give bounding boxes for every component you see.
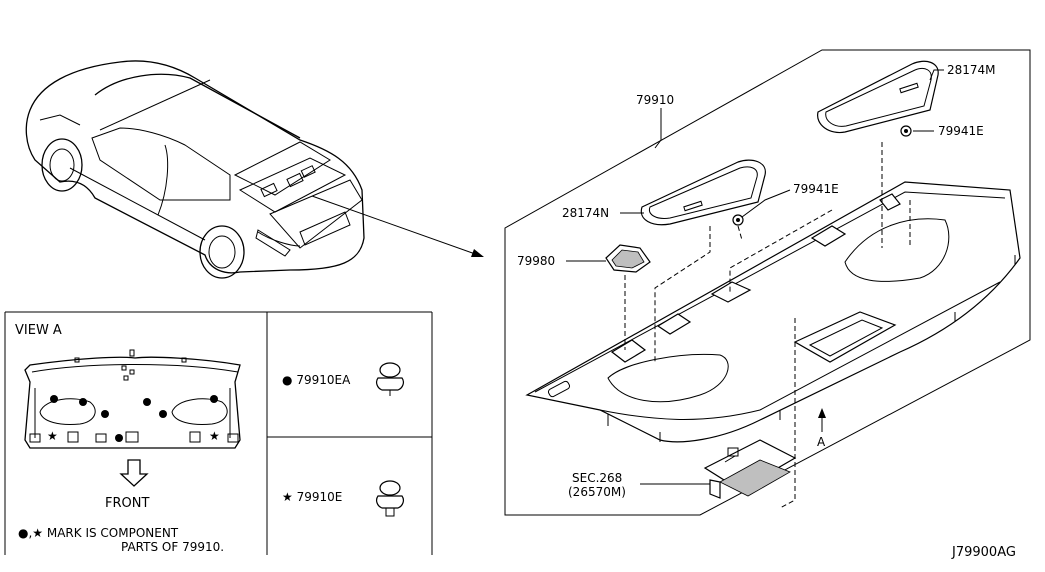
cover-79980 xyxy=(605,244,651,273)
parcel-shelf xyxy=(525,181,1021,443)
figure-id: J79900AG xyxy=(951,545,1016,560)
legend-symbol-1: ● xyxy=(282,373,292,387)
callout-79980: 79980 xyxy=(517,254,555,268)
callout-sec268: SEC.268 xyxy=(572,471,622,485)
car-illustration xyxy=(25,60,365,279)
front-label: FRONT xyxy=(105,496,149,511)
view-a-arrow xyxy=(818,408,826,432)
star-marks: ★ ★ xyxy=(47,429,220,443)
callout-28174N: 28174N xyxy=(562,206,609,220)
view-a-title: VIEW A xyxy=(15,323,62,338)
arrow-a-label: A xyxy=(817,435,826,449)
legend-symbol-2: ★ xyxy=(282,490,293,504)
front-arrow xyxy=(119,459,149,487)
legend-label-2: 79910E xyxy=(297,490,343,504)
detail-frame xyxy=(504,49,1031,516)
svg-text:★: ★ xyxy=(47,429,58,443)
pad-28174M xyxy=(817,60,939,134)
pad-28174N xyxy=(640,159,766,226)
legend-clip-79910EA xyxy=(376,362,404,396)
location-lines xyxy=(624,142,911,509)
callout-79910: 79910 xyxy=(636,93,674,107)
legend-code-1: ● 79910EA xyxy=(282,373,351,387)
svg-text:★: ★ xyxy=(209,429,220,443)
pointer-arrow xyxy=(311,195,484,257)
legend-label-1: 79910EA xyxy=(296,373,351,387)
legend-clip-79910E xyxy=(376,480,404,517)
shelf-top-view xyxy=(24,349,241,449)
callout-79941E-top: 79941E xyxy=(938,124,984,138)
clip-79941E-top xyxy=(900,125,912,137)
callout-79941E-mid: 79941E xyxy=(793,182,839,196)
lamp-unit-26570M xyxy=(703,439,797,499)
note-line-2: PARTS OF 79910. xyxy=(121,540,224,554)
clip-79941E-mid xyxy=(732,214,744,226)
legend-code-2: ★ 79910E xyxy=(282,490,342,504)
view-a-panel xyxy=(4,311,433,555)
callout-26570M: (26570M) xyxy=(568,485,626,499)
callout-leaders xyxy=(566,69,944,485)
note-line-1: ●,★ MARK IS COMPONENT xyxy=(18,526,179,540)
callout-28174M: 28174M xyxy=(947,63,996,77)
